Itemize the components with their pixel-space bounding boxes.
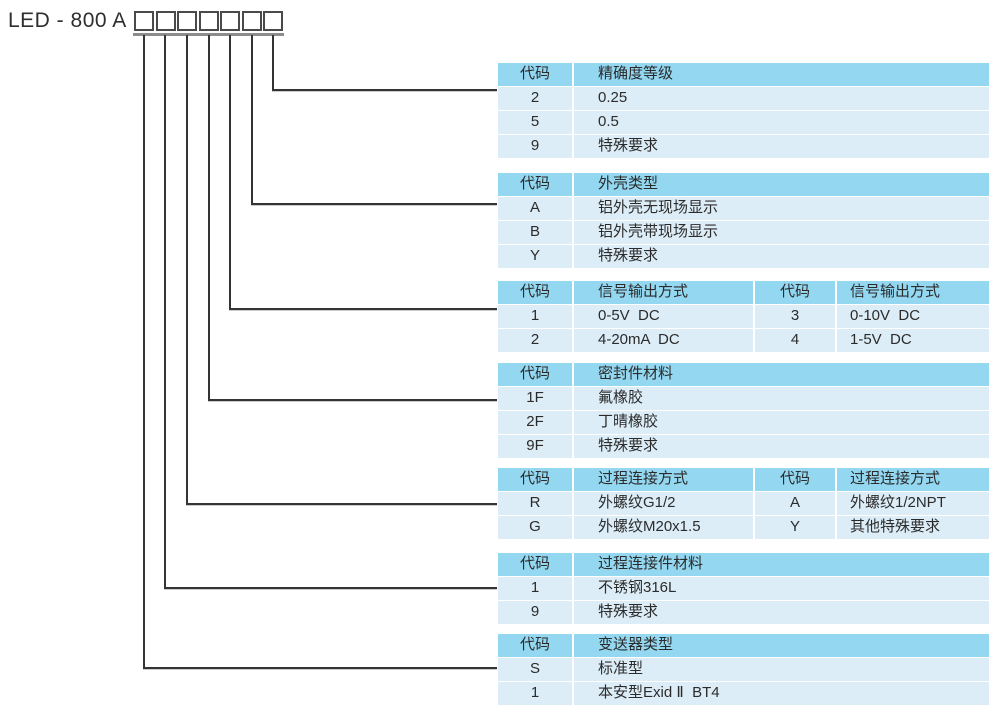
code-cell: 2F <box>498 411 572 434</box>
connector-hline-2 <box>164 587 497 589</box>
code-cell: S <box>498 658 572 681</box>
connector-hline-1 <box>143 667 497 669</box>
header-code: 代码 <box>498 468 572 491</box>
description-cell: 特殊要求 <box>574 245 989 268</box>
description-cell: 1-5V DC <box>837 329 989 352</box>
model-digit-box-7 <box>263 11 283 31</box>
connector-hline-5 <box>229 308 497 310</box>
connector-hline-4 <box>208 399 497 401</box>
description-cell: 外螺纹M20x1.5 <box>574 516 753 539</box>
model-digit-box-3 <box>177 11 197 31</box>
description-cell: 特殊要求 <box>574 435 989 458</box>
digit-underline-bar-5 <box>219 33 241 36</box>
description-cell: 0.25 <box>574 87 989 110</box>
header-accuracy-grade: 精确度等级 <box>574 63 989 86</box>
model-digit-box-2 <box>156 11 176 31</box>
code-cell: 4 <box>755 329 835 352</box>
description-cell: 0-5V DC <box>574 305 753 328</box>
description-cell: 丁晴橡胶 <box>574 411 989 434</box>
connector-vline-2 <box>164 35 166 589</box>
code-cell: 1 <box>498 682 572 705</box>
code-cell: 3 <box>755 305 835 328</box>
header-signal-output: 信号输出方式 <box>837 281 989 304</box>
description-cell: 特殊要求 <box>574 135 989 158</box>
header-code: 代码 <box>498 634 572 657</box>
description-cell: 4-20mA DC <box>574 329 753 352</box>
header-process-connection: 过程连接方式 <box>837 468 989 491</box>
code-cell: 1 <box>498 305 572 328</box>
model-code-title: LED - 800 A <box>8 9 127 32</box>
description-cell: 外螺纹G1/2 <box>574 492 753 515</box>
model-digit-box-1 <box>134 11 154 31</box>
digit-underline-bar-4 <box>198 33 220 36</box>
description-cell: 0.5 <box>574 111 989 134</box>
digit-underline-bar-7 <box>262 33 284 36</box>
header-transmitter-type: 变送器类型 <box>574 634 989 657</box>
code-cell: 9F <box>498 435 572 458</box>
description-cell: 铝外壳带现场显示 <box>574 221 989 244</box>
description-cell: 标准型 <box>574 658 989 681</box>
description-cell: 铝外壳无现场显示 <box>574 197 989 220</box>
code-cell: Y <box>498 245 572 268</box>
header-code: 代码 <box>498 363 572 386</box>
header-code: 代码 <box>498 173 572 196</box>
header-signal-output: 信号输出方式 <box>574 281 753 304</box>
code-cell: 5 <box>498 111 572 134</box>
connector-hline-7 <box>272 89 497 91</box>
header-code: 代码 <box>755 281 835 304</box>
code-cell: 1 <box>498 577 572 600</box>
connector-vline-4 <box>208 35 210 401</box>
connector-vline-3 <box>186 35 188 505</box>
description-cell: 0-10V DC <box>837 305 989 328</box>
model-digit-box-4 <box>199 11 219 31</box>
digit-underline-bar-2 <box>155 33 177 36</box>
header-process-connector-material: 过程连接件材料 <box>574 553 989 576</box>
code-cell: A <box>755 492 835 515</box>
description-cell: 特殊要求 <box>574 601 989 624</box>
header-code: 代码 <box>498 553 572 576</box>
code-cell: G <box>498 516 572 539</box>
digit-underline-bar-1 <box>133 33 155 36</box>
code-cell: 9 <box>498 135 572 158</box>
code-cell: R <box>498 492 572 515</box>
connector-vline-1 <box>143 35 145 669</box>
digit-underline-bar-3 <box>176 33 198 36</box>
model-digit-box-5 <box>220 11 240 31</box>
header-seal-material: 密封件材料 <box>574 363 989 386</box>
code-cell: 9 <box>498 601 572 624</box>
code-cell: Y <box>755 516 835 539</box>
description-cell: 本安型Exid Ⅱ BT4 <box>574 682 989 705</box>
header-code: 代码 <box>498 63 572 86</box>
header-process-connection: 过程连接方式 <box>574 468 753 491</box>
connector-vline-6 <box>251 35 253 205</box>
digit-underline-bar-6 <box>241 33 263 36</box>
connector-hline-3 <box>186 503 497 505</box>
model-digit-box-6 <box>242 11 262 31</box>
code-cell: A <box>498 197 572 220</box>
header-code: 代码 <box>498 281 572 304</box>
description-cell: 不锈钢316L <box>574 577 989 600</box>
header-code: 代码 <box>755 468 835 491</box>
code-cell: 2 <box>498 329 572 352</box>
connector-vline-7 <box>272 35 274 91</box>
code-cell: B <box>498 221 572 244</box>
connector-vline-5 <box>229 35 231 310</box>
connector-hline-6 <box>251 203 497 205</box>
header-housing-type: 外壳类型 <box>574 173 989 196</box>
code-cell: 2 <box>498 87 572 110</box>
description-cell: 其他特殊要求 <box>837 516 989 539</box>
description-cell: 氟橡胶 <box>574 387 989 410</box>
code-cell: 1F <box>498 387 572 410</box>
description-cell: 外螺纹1/2NPT <box>837 492 989 515</box>
